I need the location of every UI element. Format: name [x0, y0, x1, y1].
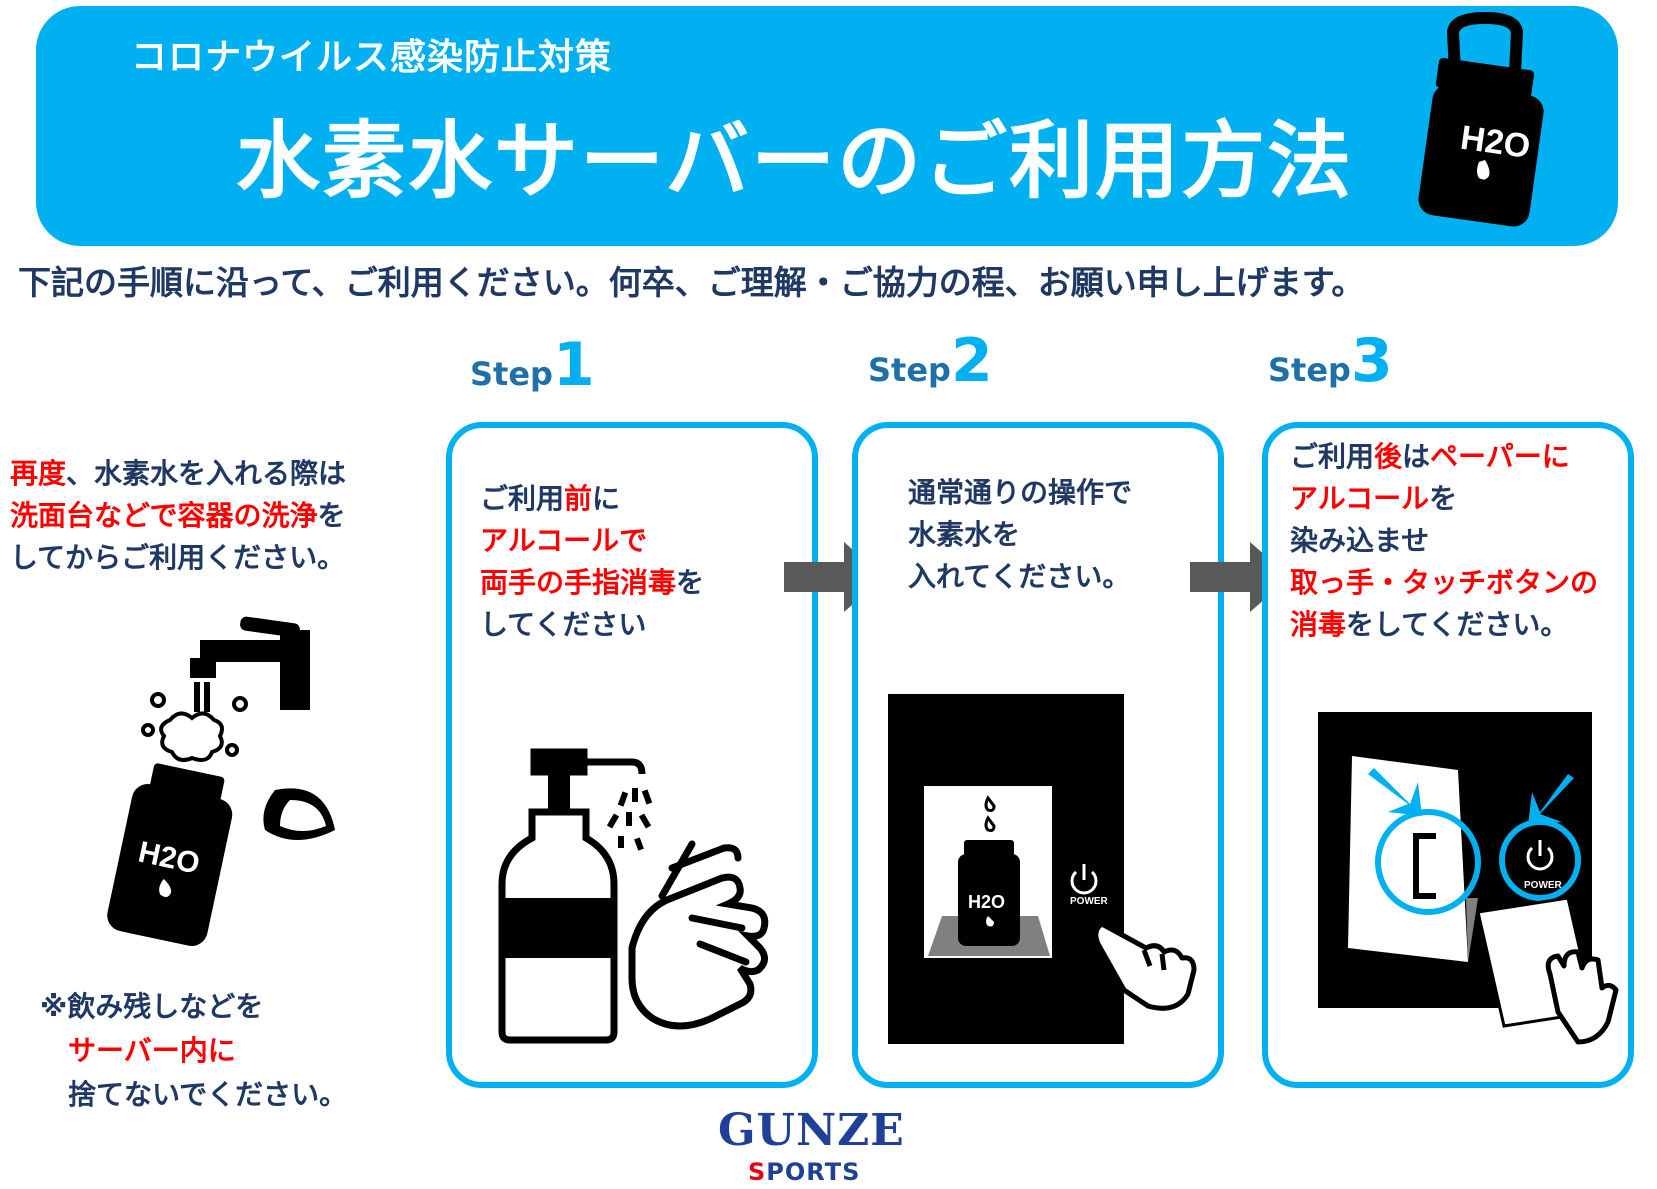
tilted-bottle-icon: H2O	[107, 763, 233, 946]
left-line1: 、水素水を入れる際は	[66, 457, 347, 490]
faucet-icon	[190, 616, 310, 712]
washing-bottle-illustration: H2O	[107, 616, 335, 946]
power-label-3: POWER	[1524, 880, 1563, 891]
drop-icon	[984, 795, 996, 812]
step2-bottle-label: H2O	[968, 892, 1005, 912]
step-1-card: ご利用前に アルコールで 両手の手指消毒を してください	[446, 422, 818, 1088]
server-illustration: H2O POWER	[888, 694, 1197, 1044]
water-bottle-icon: H2O	[1418, 12, 1544, 227]
step-3-card: ご利用後はペーパーに アルコールを 染み込ませ 取っ手・タッチボタンの 消毒をし…	[1262, 422, 1634, 1088]
note-line2: サーバー内に	[68, 1034, 236, 1067]
sanitizer-bottle-icon	[498, 748, 646, 1044]
left-line2-red: 洗面台などで容器の洗浄	[10, 499, 318, 532]
pointer-arrow-icon	[1368, 768, 1574, 826]
note-text: ※飲み残しなどを サーバー内に 捨てないでください。	[40, 985, 347, 1117]
header-banner: コロナウイルス感染防止対策 水素水サーバーのご利用方法	[36, 6, 1618, 246]
left-line2: を	[317, 499, 346, 532]
wiping-hand-icon	[1545, 949, 1619, 1045]
header-subtitle: コロナウイルス感染防止対策	[131, 37, 613, 78]
note-line1: ※飲み残しなどを	[40, 990, 264, 1023]
left-line3: してからご利用ください。	[10, 541, 346, 574]
disinfect-illustration: POWER	[1318, 712, 1619, 1045]
step-3-text: ご利用後はペーパーに アルコールを 染み込ませ 取っ手・タッチボタンの 消毒をし…	[1290, 440, 1599, 641]
power-button-icon	[1526, 840, 1554, 871]
bubbles-icon	[141, 692, 248, 762]
power-button-icon	[1070, 864, 1098, 895]
page-title: 水素水サーバーのご利用方法	[236, 112, 1354, 210]
brand-logo: GUNZE	[718, 1105, 905, 1156]
spray-icon	[606, 788, 653, 851]
pointing-hand-icon	[1093, 921, 1197, 1011]
step-3-label: Step3	[1268, 326, 1393, 396]
note-line3: 捨てないでください。	[68, 1078, 348, 1111]
step-1-label: Step1	[470, 330, 595, 400]
left-line1-red: 再度	[10, 457, 67, 490]
left-instructions: 再度、水素水を入れる際は 洗面台などで容器の洗浄を してからご利用ください。	[10, 453, 346, 579]
step-2-card: 通常通りの操作で 水素水を 入れてください。 H2O POWER	[852, 422, 1224, 1088]
brand-sub: SPORTS	[748, 1158, 861, 1186]
sanitizer-hands-illustration	[498, 748, 769, 1044]
power-label: POWER	[1070, 896, 1109, 907]
step-2-text: 通常通りの操作で 水素水を 入れてください。	[908, 476, 1133, 593]
hands-icon	[628, 840, 769, 1030]
step-1-text: ご利用前に アルコールで 両手の手指消毒を してください	[480, 482, 705, 641]
step-2-label: Step2	[868, 326, 993, 396]
intro-text: 下記の手順に沿って、ご利用ください。何卒、ご理解・ご協力の程、お願い申し上げます…	[18, 263, 1365, 302]
